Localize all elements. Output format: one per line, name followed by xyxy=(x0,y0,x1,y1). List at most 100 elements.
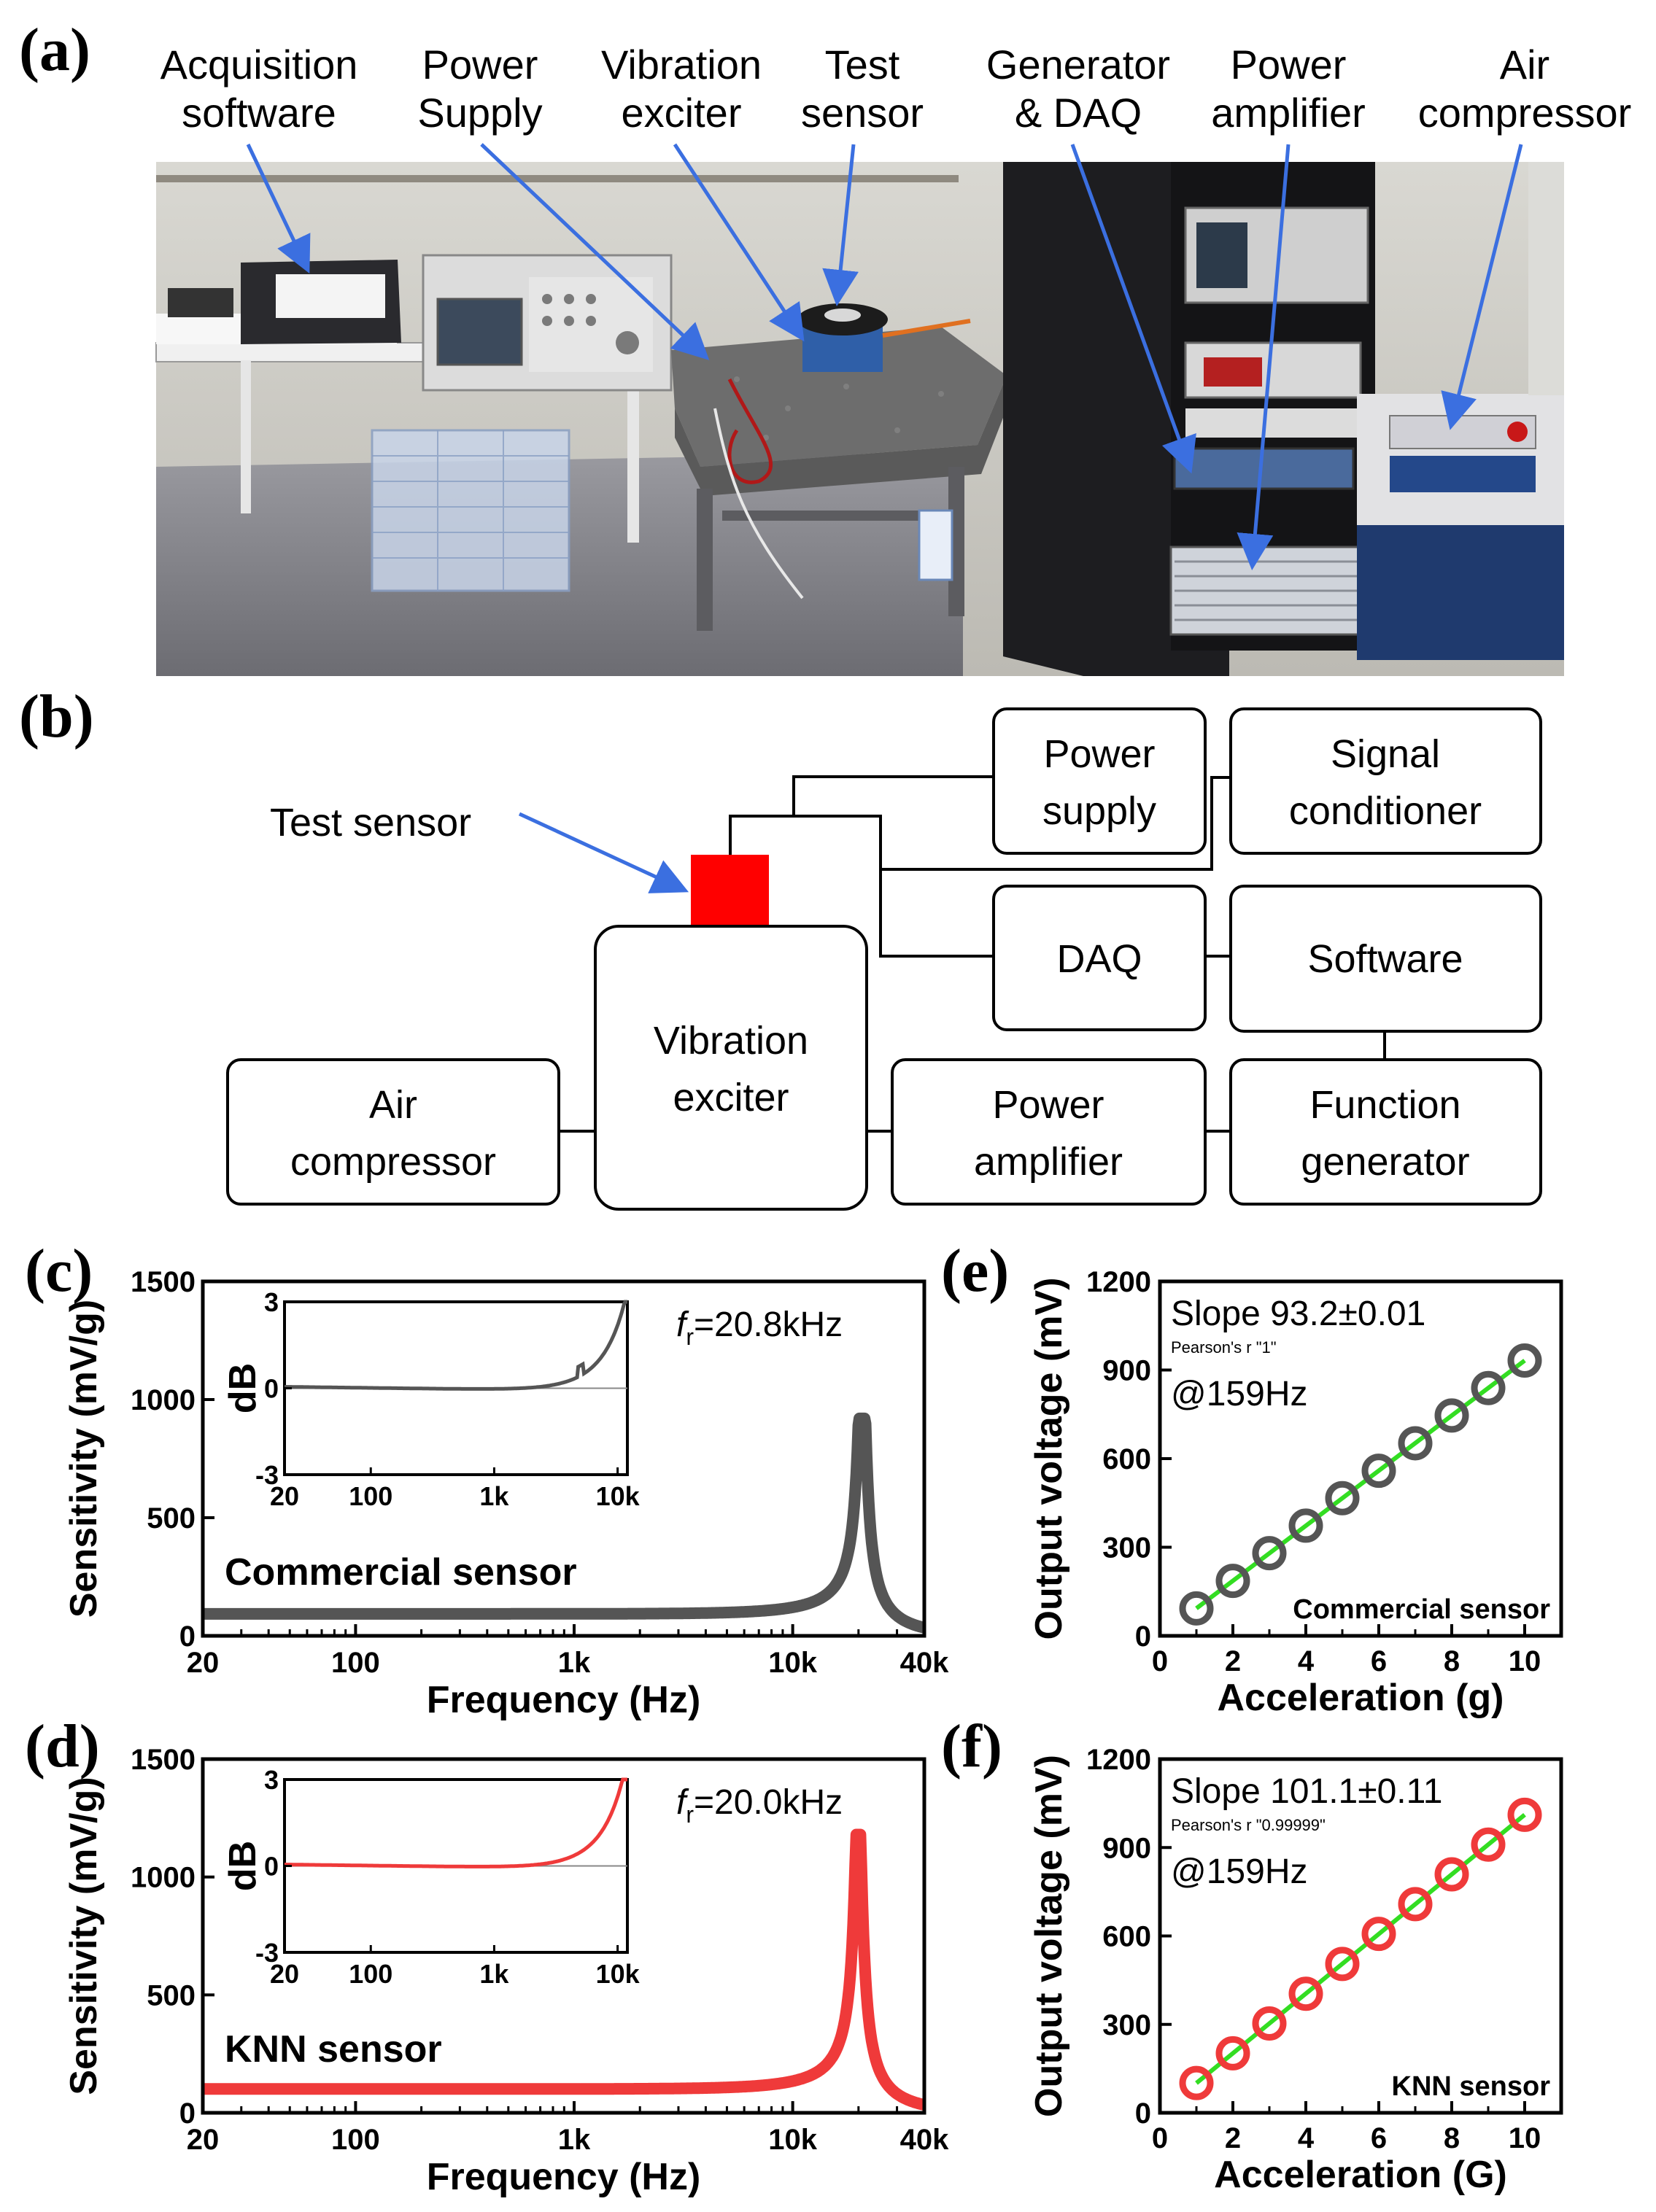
y-tick-label: 0 xyxy=(179,1621,196,1653)
x-tick-label: 2 xyxy=(1225,1645,1241,1677)
inset-y-tick-label: 3 xyxy=(264,1765,279,1795)
x-tick-label: 0 xyxy=(1152,1645,1168,1677)
arrow-vibration-exciter xyxy=(673,143,805,342)
x-axis-title: Frequency (Hz) xyxy=(427,2156,701,2198)
x-tick-label: 6 xyxy=(1371,1645,1387,1677)
lab-photo xyxy=(155,162,1564,676)
y-tick-label: 600 xyxy=(1102,1921,1151,1953)
y-tick-label: 1500 xyxy=(131,1744,196,1776)
x-tick-label: 10k xyxy=(768,1647,817,1679)
test-sensor-block xyxy=(691,855,769,926)
panel-letter-f: (f) xyxy=(941,1712,1002,1780)
corner-label: Commercial sensor xyxy=(1293,1594,1550,1625)
sensitivity-curve xyxy=(198,1412,929,1634)
y-tick-label: 1500 xyxy=(131,1266,196,1298)
x-tick-label: 10 xyxy=(1509,2122,1541,2154)
inset-curve xyxy=(285,1300,627,1391)
y-tick-label: 0 xyxy=(1135,1621,1151,1653)
inset-y-axis-title: dB xyxy=(222,1363,264,1413)
x-tick-label: 4 xyxy=(1298,2122,1315,2154)
data-point xyxy=(1252,2006,1287,2041)
panel-letter-a: (a) xyxy=(19,16,90,84)
data-point xyxy=(1471,1370,1506,1405)
sensitivity-curve xyxy=(198,1828,929,2111)
inset-x-tick-label: 20 xyxy=(270,1959,299,1989)
inset-y-tick-label: 3 xyxy=(264,1287,279,1317)
x-tick-label: 1k xyxy=(558,2124,591,2156)
x-tick-label: 0 xyxy=(1152,2122,1168,2154)
inset-y-tick-label: -3 xyxy=(255,1460,279,1490)
y-tick-label: 900 xyxy=(1102,1832,1151,1864)
x-tick-label: 10k xyxy=(768,2124,817,2156)
x-tick-label: 20 xyxy=(187,1647,220,1679)
data-point xyxy=(1288,1508,1323,1543)
y-tick-label: 1200 xyxy=(1086,1266,1151,1298)
y-tick-label: 500 xyxy=(147,1502,196,1534)
data-point xyxy=(1361,1917,1396,1952)
photo-arrows xyxy=(246,143,1523,570)
series-label: Commercial sensor xyxy=(225,1551,577,1594)
x-tick-label: 1k xyxy=(558,1647,591,1679)
inset-y-tick-label: 0 xyxy=(264,1374,279,1404)
y-tick-label: 0 xyxy=(179,2097,196,2130)
y-tick-label: 600 xyxy=(1102,1443,1151,1475)
panel-letter-e: (e) xyxy=(941,1237,1009,1305)
data-point xyxy=(1507,1343,1542,1378)
x-axis-title: Acceleration (g) xyxy=(1218,1677,1504,1719)
panel-letter-d: (d) xyxy=(25,1712,100,1780)
data-point xyxy=(1507,1797,1542,1832)
y-axis-title: Output voltage (mV) xyxy=(1028,1755,1070,2117)
slope-text: Slope 101.1±0.11 xyxy=(1171,1772,1442,1811)
inset-y-axis-title: dB xyxy=(222,1841,264,1891)
arrow-power-amplifier xyxy=(1237,144,1291,570)
y-tick-label: 300 xyxy=(1102,2009,1151,2041)
data-point xyxy=(1398,1426,1433,1461)
series-label: KNN sensor xyxy=(225,2028,442,2071)
annotation-sub: r xyxy=(686,1324,694,1350)
inset-curve xyxy=(285,1777,627,1868)
fit-line xyxy=(1195,1812,1526,2085)
inset-x-tick-label: 100 xyxy=(349,1481,392,1511)
inset-x-tick-label: 1k xyxy=(479,1481,509,1511)
arrow-acquisition-software xyxy=(246,143,311,274)
y-tick-label: 1000 xyxy=(131,1862,196,1894)
x-tick-label: 8 xyxy=(1444,1645,1460,1677)
data-point xyxy=(1361,1454,1396,1489)
corner-label: KNN sensor xyxy=(1392,2071,1551,2102)
data-point xyxy=(1215,1564,1250,1599)
y-tick-label: 300 xyxy=(1102,1532,1151,1564)
data-point xyxy=(1434,1398,1469,1433)
inset-x-tick-label: 10k xyxy=(596,1959,641,1989)
x-axis-title: Frequency (Hz) xyxy=(427,1679,701,1721)
box-software: Software xyxy=(1229,885,1542,1033)
data-point xyxy=(1325,1947,1360,1982)
data-point xyxy=(1398,1887,1433,1922)
resonance-annotation: fr=20.0kHz xyxy=(676,1783,843,1828)
diagram-connections xyxy=(559,775,1386,1133)
data-point xyxy=(1179,2065,1214,2100)
inset-x-tick-label: 10k xyxy=(596,1481,641,1511)
x-tick-label: 100 xyxy=(331,2124,380,2156)
data-point xyxy=(1325,1481,1360,1516)
data-point xyxy=(1288,1976,1323,2011)
